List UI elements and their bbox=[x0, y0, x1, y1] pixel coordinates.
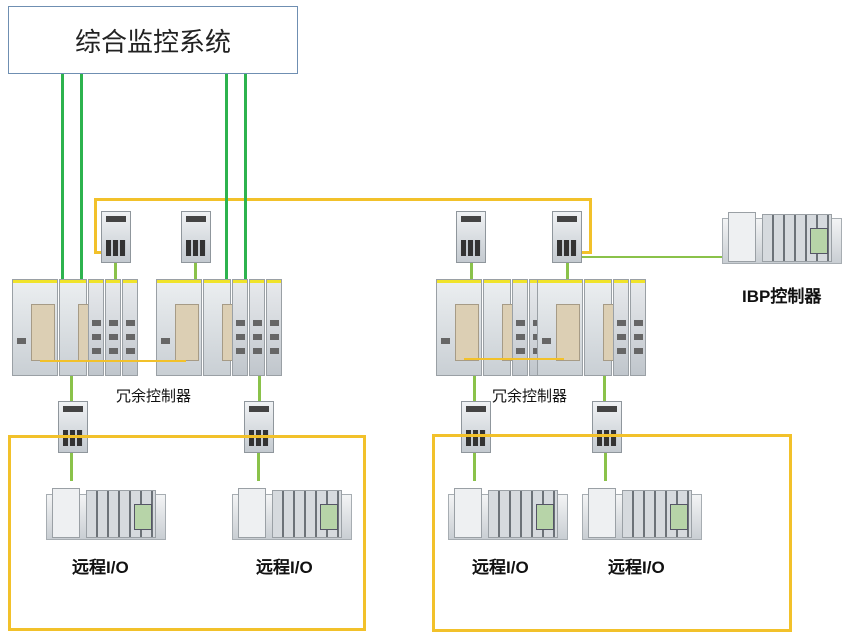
plc-io-link bbox=[603, 376, 606, 402]
switch-link bbox=[194, 263, 197, 279]
uplink-line bbox=[244, 74, 247, 279]
plc-rack-left-b bbox=[156, 279, 282, 376]
integrated-monitoring-system-box: 综合监控系统 bbox=[8, 6, 298, 74]
plc-rack-right-a bbox=[436, 279, 545, 376]
ring-network-bottom bbox=[578, 251, 592, 254]
io-link bbox=[473, 453, 476, 481]
plc-io-link bbox=[473, 376, 476, 402]
noc-module bbox=[122, 279, 138, 376]
io-network-switch bbox=[461, 401, 491, 453]
cpu-module bbox=[483, 279, 526, 376]
io-ring-right bbox=[432, 434, 792, 632]
uplink-line bbox=[80, 74, 83, 279]
remote-io-label: 远程I/O bbox=[256, 558, 313, 577]
remote-io-image bbox=[232, 482, 352, 540]
remote-io-label: 远程I/O bbox=[72, 558, 129, 577]
redundancy-link bbox=[40, 360, 186, 362]
uplink-line bbox=[225, 74, 228, 279]
redundancy-link bbox=[464, 358, 564, 360]
cps-module bbox=[12, 279, 58, 376]
system-title: 综合监控系统 bbox=[74, 26, 231, 57]
redundant-controller-label-left: 冗余控制器 bbox=[116, 388, 192, 405]
cra-module bbox=[512, 279, 528, 376]
cpu-module bbox=[584, 279, 627, 376]
remote-io-image bbox=[448, 482, 568, 540]
noc-module bbox=[266, 279, 282, 376]
uplink-line bbox=[61, 74, 64, 279]
network-switch bbox=[456, 211, 486, 263]
remote-io-image bbox=[46, 482, 166, 540]
plc-rack-left-a bbox=[12, 279, 138, 376]
cra-module bbox=[88, 279, 104, 376]
io-ring-left bbox=[8, 435, 366, 631]
io-link bbox=[257, 453, 260, 481]
ring-network bbox=[94, 198, 592, 254]
io-network-switch bbox=[58, 401, 88, 453]
switch-link bbox=[114, 263, 117, 279]
io-link bbox=[604, 453, 607, 481]
noc-module bbox=[630, 279, 646, 376]
remote-io-label: 远程I/O bbox=[608, 558, 665, 577]
cps-module bbox=[537, 279, 583, 376]
cra-module bbox=[613, 279, 629, 376]
cps-module bbox=[156, 279, 202, 376]
network-switch bbox=[552, 211, 582, 263]
switch-link bbox=[566, 263, 569, 279]
ibp-controller-image bbox=[722, 206, 842, 264]
remote-io-label: 远程I/O bbox=[472, 558, 529, 577]
io-network-switch bbox=[244, 401, 274, 453]
remote-io-image bbox=[582, 482, 702, 540]
plc-rack-right-b bbox=[537, 279, 646, 376]
cra-module bbox=[232, 279, 248, 376]
network-switch bbox=[101, 211, 131, 263]
cps-module bbox=[436, 279, 482, 376]
io-link bbox=[70, 453, 73, 481]
noc-module bbox=[249, 279, 265, 376]
ibp-link bbox=[582, 256, 722, 258]
plc-io-link bbox=[258, 376, 261, 402]
network-switch bbox=[181, 211, 211, 263]
switch-link bbox=[470, 263, 473, 279]
ibp-controller-label: IBP控制器 bbox=[742, 287, 822, 306]
cpu-module bbox=[203, 279, 246, 376]
noc-module bbox=[105, 279, 121, 376]
plc-io-link bbox=[70, 376, 73, 402]
redundant-controller-label-right: 冗余控制器 bbox=[492, 388, 568, 405]
